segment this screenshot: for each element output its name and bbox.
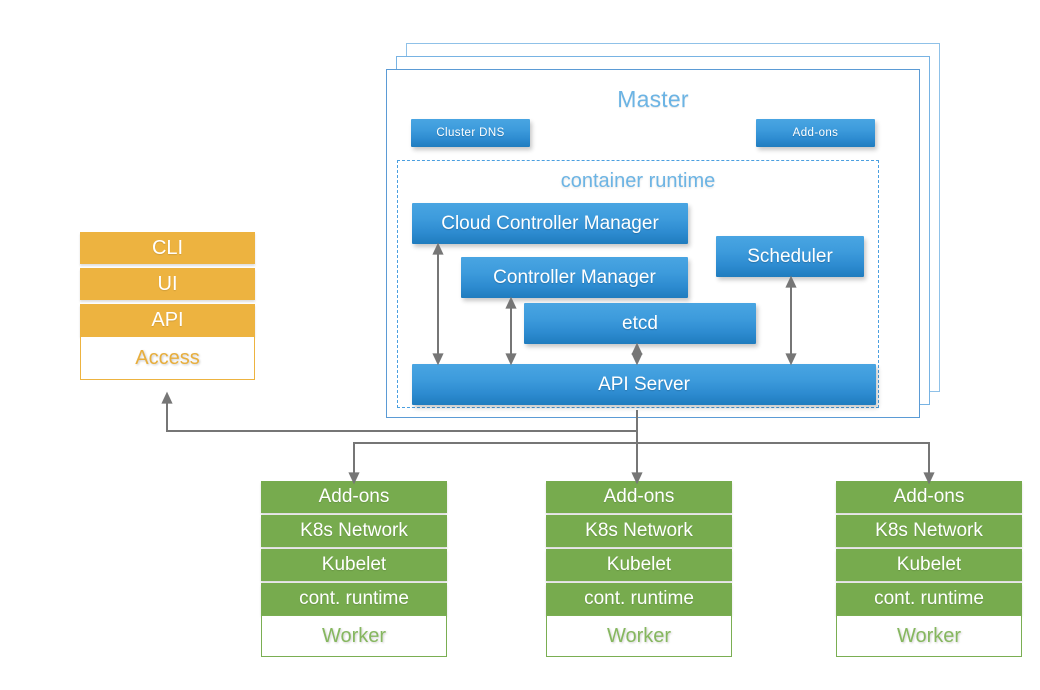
worker-row-kubelet[interactable]: Kubelet — [261, 549, 447, 581]
access-row-api[interactable]: API — [80, 304, 255, 336]
addons-box[interactable]: Add-ons — [756, 119, 875, 147]
container-runtime-region: container runtime — [397, 160, 879, 408]
worker-row-k8s-network[interactable]: K8s Network — [261, 515, 447, 547]
worker-row-cont-runtime[interactable]: cont. runtime — [546, 583, 732, 615]
worker-row-k8s-network[interactable]: K8s Network — [836, 515, 1022, 547]
access-row-cli[interactable]: CLI — [80, 232, 255, 264]
wire-apiserver-worker-1 — [348, 442, 637, 485]
etcd-box[interactable]: etcd — [524, 303, 756, 344]
worker-footer: Worker — [546, 615, 732, 657]
worker-row-cont-runtime[interactable]: cont. runtime — [261, 583, 447, 615]
worker-row-addons[interactable]: Add-ons — [836, 481, 1022, 513]
worker-row-addons[interactable]: Add-ons — [261, 481, 447, 513]
worker-row-kubelet[interactable]: Kubelet — [836, 549, 1022, 581]
access-footer: Access — [80, 336, 255, 380]
container-runtime-title: container runtime — [560, 170, 716, 192]
worker-row-kubelet[interactable]: Kubelet — [546, 549, 732, 581]
scheduler-box[interactable]: Scheduler — [716, 236, 864, 277]
worker-node-1[interactable]: Add-ons K8s Network Kubelet cont. runtim… — [261, 481, 447, 657]
worker-footer: Worker — [261, 615, 447, 657]
worker-footer: Worker — [836, 615, 1022, 657]
cloud-controller-manager-box[interactable]: Cloud Controller Manager — [412, 203, 688, 244]
worker-row-addons[interactable]: Add-ons — [546, 481, 732, 513]
api-server-box[interactable]: API Server — [412, 364, 876, 405]
master-title: Master — [617, 86, 689, 112]
cluster-dns-box[interactable]: Cluster DNS — [411, 119, 530, 147]
controller-manager-box[interactable]: Controller Manager — [461, 257, 688, 298]
access-panel[interactable]: CLI UI API Access — [80, 232, 255, 392]
wire-apiserver-worker-3 — [637, 442, 935, 485]
worker-node-2[interactable]: Add-ons K8s Network Kubelet cont. runtim… — [546, 481, 732, 657]
worker-node-3[interactable]: Add-ons K8s Network Kubelet cont. runtim… — [836, 481, 1022, 657]
worker-row-cont-runtime[interactable]: cont. runtime — [836, 583, 1022, 615]
access-row-ui[interactable]: UI — [80, 268, 255, 300]
worker-row-k8s-network[interactable]: K8s Network — [546, 515, 732, 547]
